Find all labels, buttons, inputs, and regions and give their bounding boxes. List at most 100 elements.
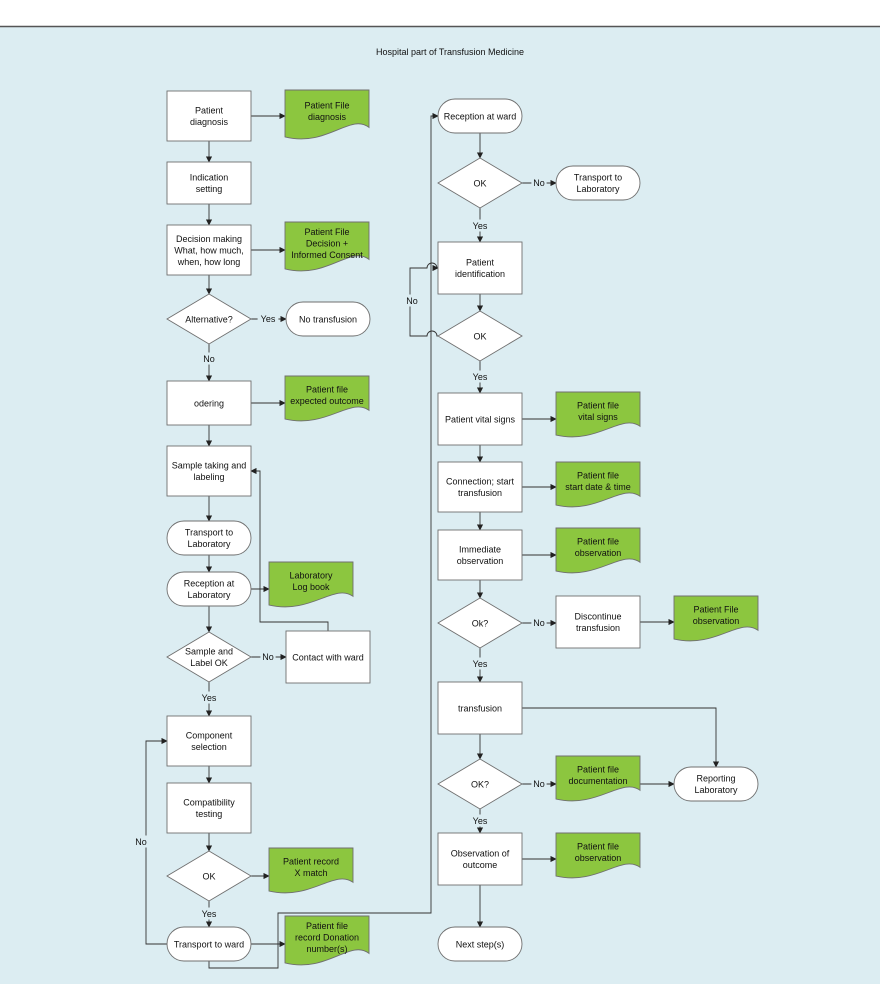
- node-label: odering: [194, 398, 224, 408]
- node-label: Patient vital signs: [445, 414, 516, 424]
- node-contact-ward: Contact with ward: [285, 630, 371, 684]
- node-label: OK: [202, 871, 215, 881]
- edge-label-immediate-no: No: [531, 616, 547, 629]
- node-transfusion: transfusion: [437, 681, 523, 735]
- node-patient-vital-signs: Patient vital signs: [437, 392, 523, 446]
- edge-label-alt-yes: Yes: [257, 312, 279, 325]
- edge-label-ident-yes: Yes: [469, 370, 491, 383]
- node-ok-transfusion: OK?: [437, 758, 523, 810]
- edge-label-transfusion-yes: Yes: [469, 814, 491, 827]
- node-label: Next step(s): [456, 939, 505, 949]
- edge-label-compat-yes: Yes: [198, 907, 220, 920]
- svg-text:No: No: [203, 354, 215, 364]
- node-label: Contact with ward: [292, 652, 364, 662]
- svg-text:Yes: Yes: [473, 372, 488, 382]
- svg-text:No: No: [406, 296, 418, 306]
- node-ok-compat: OK: [166, 850, 252, 902]
- node-label: OK?: [471, 779, 489, 789]
- node-ok-reception: OK: [437, 157, 523, 209]
- svg-text:Yes: Yes: [261, 314, 276, 324]
- diagram-title: Hospital part of Transfusion Medicine: [376, 47, 524, 57]
- node-transport-ward: Transport to ward: [166, 926, 252, 962]
- page-top-strip: [0, 0, 880, 26]
- svg-text:Yes: Yes: [202, 909, 217, 919]
- edge-label-sample-yes: Yes: [198, 691, 220, 704]
- svg-text:No: No: [533, 779, 545, 789]
- svg-text:No: No: [262, 652, 274, 662]
- node-label: Transport to ward: [174, 939, 244, 949]
- node-ordering: odering: [166, 380, 252, 426]
- svg-text:Yes: Yes: [473, 659, 488, 669]
- node-reception-ward: Reception at ward: [437, 98, 523, 134]
- edge-label-transfusion-no: No: [531, 777, 547, 790]
- edge-label-sample-no: No: [260, 650, 276, 663]
- svg-text:No: No: [533, 618, 545, 628]
- svg-text:Yes: Yes: [473, 221, 488, 231]
- node-label: transfusion: [458, 703, 502, 713]
- edge-label-compat-no: No: [133, 835, 149, 848]
- node-label: Alternative?: [185, 314, 233, 324]
- node-label: Ok?: [472, 618, 489, 628]
- node-no-transfusion: No transfusion: [285, 301, 371, 337]
- node-label: OK: [473, 178, 486, 188]
- node-label: OK: [473, 331, 486, 341]
- svg-text:Yes: Yes: [202, 693, 217, 703]
- edge-label-ident-no: No: [404, 294, 420, 307]
- edge-label-reception-no: No: [531, 176, 547, 189]
- edge-label-reception-yes: Yes: [469, 219, 491, 232]
- edge-transfusion-reporting: [522, 707, 720, 768]
- node-label: No transfusion: [299, 314, 357, 324]
- edge-label-immediate-yes: Yes: [469, 657, 491, 670]
- node-next-steps: Next step(s): [437, 926, 523, 962]
- svg-text:No: No: [533, 178, 545, 188]
